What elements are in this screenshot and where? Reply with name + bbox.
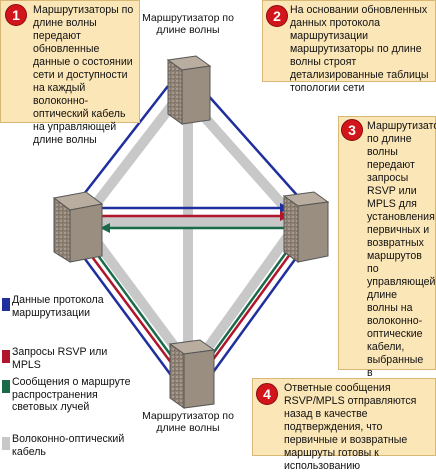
callout-2: На основании обновленных данных протокол…	[262, 0, 436, 94]
legend-item-light: Сообщения о маршруте распространения све…	[2, 376, 132, 428]
callout-3: Маршрутизаторы по длине волны передают з…	[338, 116, 436, 405]
legend-label-routing: Данные протокола маршрутизации	[12, 294, 104, 319]
legend-item-rsvp: Запросы RSVP или MPLS	[2, 346, 132, 374]
blue-line-right-bottom	[204, 235, 314, 383]
fiber-right-bottom	[187, 219, 303, 373]
callout-4-badge: 4	[256, 383, 278, 405]
red-line-right-bottom	[202, 245, 298, 373]
router-bottom-label: Маршрутизатор по длине волны	[142, 410, 234, 434]
callout-1-badge: 1	[5, 4, 27, 26]
legend-swatch-blue	[2, 298, 10, 311]
callout-1-text: Маршрутизаторы по длине волны передают о…	[33, 4, 134, 146]
legend-swatch-grey	[2, 437, 10, 450]
legend-label-fiber: Волоконно-оптический кабель	[12, 433, 125, 458]
callout-4-text: Ответные сообщения RSVP/MPLS отправляютс…	[284, 382, 417, 472]
blue-line-left-bottom	[66, 235, 178, 383]
legend-label-light: Сообщения о маршруте распространения све…	[12, 376, 131, 413]
blue-line-top-right	[197, 83, 313, 213]
red-line-left-bottom	[82, 245, 180, 373]
router-top-label: Маршрутизатор по длине волны	[142, 12, 234, 36]
router-right	[282, 191, 330, 263]
router-left	[52, 191, 104, 263]
blue-line-top-left	[69, 85, 169, 213]
fiber-top-left	[78, 88, 186, 226]
legend-label-rsvp: Запросы RSVP или MPLS	[12, 346, 108, 371]
router-bottom	[168, 339, 216, 409]
callout-3-badge: 3	[341, 119, 363, 141]
callout-2-text: На основании обновленных данных протокол…	[290, 4, 429, 94]
callout-4: Ответные сообщения RSVP/MPLS отправляютс…	[252, 378, 436, 472]
legend-item-routing: Данные протокола маршрутизации	[2, 294, 132, 334]
legend-item-fiber: Волоконно-оптический кабель	[2, 433, 132, 461]
router-top	[166, 55, 212, 125]
green-arrowhead-horizontal	[100, 223, 110, 233]
callout-3-text: Маршрутизаторы по длине волны передают з…	[367, 120, 436, 405]
legend-swatch-red	[2, 350, 10, 363]
legend-swatch-green	[2, 380, 10, 393]
callout-2-badge: 2	[266, 5, 288, 27]
